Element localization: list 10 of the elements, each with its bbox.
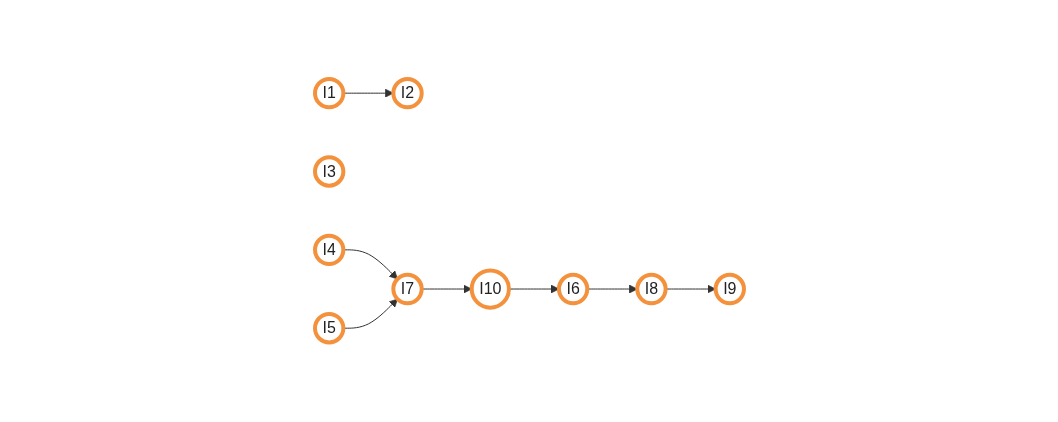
node-circle: I9	[713, 273, 746, 306]
node-circle: I2	[390, 77, 424, 110]
node-circle: I5	[312, 312, 345, 345]
node-circle: I4	[312, 234, 345, 267]
node-circle: I1	[312, 77, 345, 110]
node-circle: I8	[634, 273, 668, 306]
node-circle: I3	[312, 155, 345, 188]
node-circle: I7	[390, 273, 424, 306]
node-circle: I10	[469, 268, 511, 310]
node-circle: I6	[556, 273, 589, 306]
